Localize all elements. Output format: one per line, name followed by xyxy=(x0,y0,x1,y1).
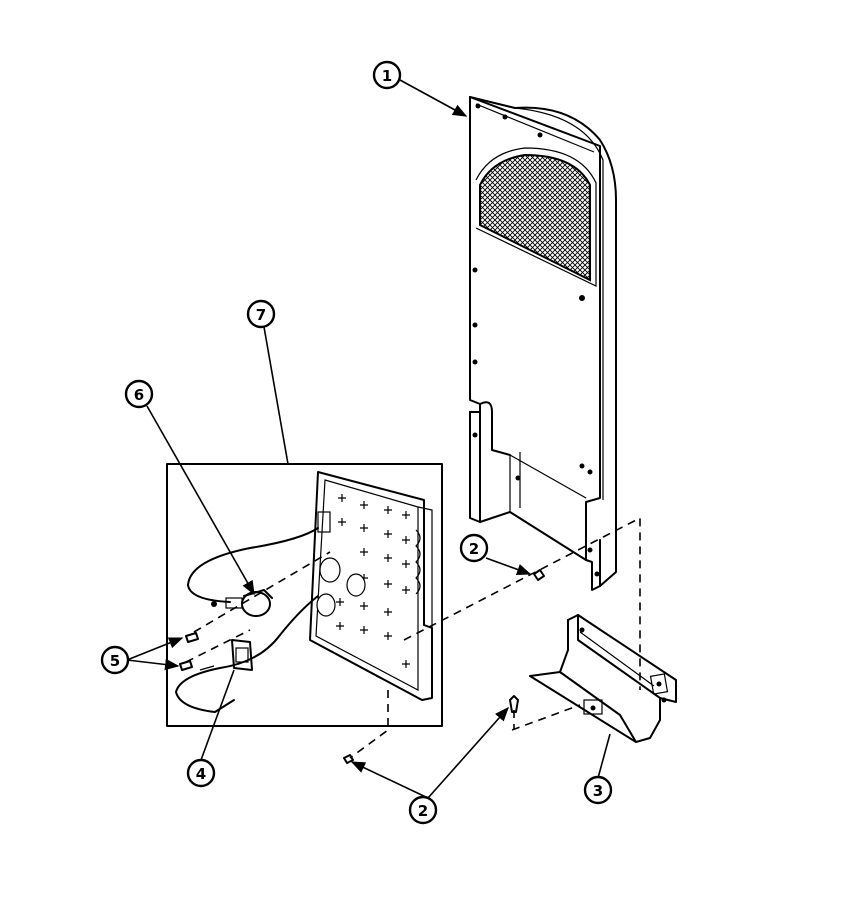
callout-2-bottom-label: 2 xyxy=(418,802,428,820)
callout-7: 7 xyxy=(246,299,276,329)
callout-5-label: 5 xyxy=(110,652,120,670)
callout-1: 1 xyxy=(372,60,402,90)
callout-3: 3 xyxy=(583,775,613,805)
callout-6: 6 xyxy=(124,379,154,409)
leader-lines xyxy=(126,79,611,799)
callout-7-label: 7 xyxy=(256,306,266,324)
screw-bottom xyxy=(343,754,354,764)
callout-2-top: 2 xyxy=(459,533,489,563)
callout-2-top-label: 2 xyxy=(469,540,479,558)
callout-4: 4 xyxy=(186,758,216,788)
callout-6-label: 6 xyxy=(134,386,144,404)
callout-2-bottom: 2 xyxy=(408,795,438,825)
callout-5: 5 xyxy=(100,645,130,675)
callout-1-label: 1 xyxy=(382,67,392,85)
callout-3-label: 3 xyxy=(593,782,603,800)
hi-limit-thermostat xyxy=(211,589,273,617)
rear-panel xyxy=(469,96,617,591)
screw-top xyxy=(533,569,545,581)
heater-assembly-box xyxy=(166,463,443,727)
thermal-fuse xyxy=(191,639,253,677)
mounting-bracket xyxy=(529,614,677,743)
alignment-lines xyxy=(185,516,641,759)
callout-4-label: 4 xyxy=(196,765,206,783)
screw-mid xyxy=(509,695,519,713)
heater-coil-grid xyxy=(336,494,421,668)
